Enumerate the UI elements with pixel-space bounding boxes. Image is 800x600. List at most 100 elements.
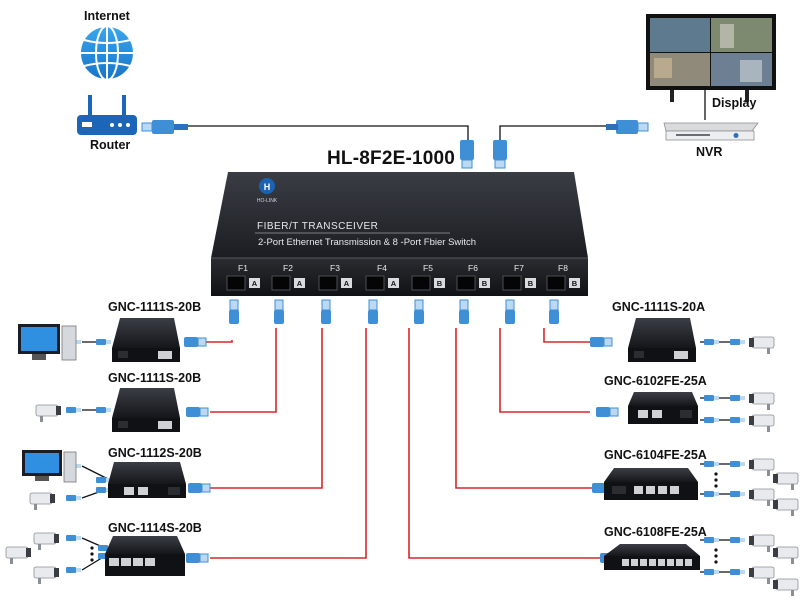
camera-icon xyxy=(35,404,61,422)
nvr-icon xyxy=(663,122,759,141)
right-model-3: GNC-6104FE-25A xyxy=(604,448,707,462)
rj45-plug-icon xyxy=(730,537,745,543)
camera-icons xyxy=(5,336,799,596)
page-title: HL-8F2E-1000 xyxy=(327,148,456,169)
sc-connector-icon xyxy=(590,337,613,347)
fiber-lines xyxy=(205,328,600,559)
monitor-icon xyxy=(646,14,776,120)
rj45-plug-icon xyxy=(96,339,111,345)
sc-connector-icon xyxy=(274,299,284,324)
rj45-plug-icon xyxy=(704,395,719,401)
sc-connector-icon xyxy=(186,553,209,563)
sc-connector-icon xyxy=(505,299,515,324)
switch-port-f5[interactable]: F5B xyxy=(411,263,445,291)
sc-connector-icon xyxy=(414,299,424,324)
camera-icon xyxy=(749,488,775,506)
port-label: F6 xyxy=(468,263,478,273)
rj45-plug-icon xyxy=(66,567,81,573)
rj45-plug-icon xyxy=(704,461,719,467)
switch-brand: HO-LINK xyxy=(257,198,278,204)
rj45-plug-icon xyxy=(141,120,649,169)
left-model-4: GNC-1114S-20B xyxy=(108,521,202,535)
sc-connectors xyxy=(66,299,745,575)
camera-icon xyxy=(749,392,775,410)
rj45-plug-icon xyxy=(96,407,111,413)
rj45-plug-icon xyxy=(730,461,745,467)
port-type-badge: A xyxy=(252,279,258,288)
switch-port-f2[interactable]: F2A xyxy=(271,263,305,291)
camera-icon xyxy=(749,414,775,432)
rj45-plug-icon xyxy=(730,417,745,423)
sc-connector-icon xyxy=(321,299,331,324)
rj45-plug-icon xyxy=(730,395,745,401)
rj45-plug-icon xyxy=(96,477,111,483)
switch-line1: FIBER/T TRANSCEIVER xyxy=(257,221,378,232)
camera-icon xyxy=(773,498,799,516)
camera-icon xyxy=(749,458,775,476)
switch-port-f3[interactable]: F3A xyxy=(318,263,352,291)
port-type-badge: A xyxy=(344,279,350,288)
port-label: F3 xyxy=(330,263,340,273)
sc-connector-icon xyxy=(596,407,619,417)
port-type-badge: B xyxy=(437,279,443,288)
port-label: F8 xyxy=(558,263,568,273)
port-label: F7 xyxy=(514,263,524,273)
left-converters xyxy=(105,318,186,576)
camera-icon xyxy=(749,566,775,584)
camera-icon xyxy=(773,472,799,490)
globe-icon xyxy=(79,25,135,81)
svg-text:H: H xyxy=(264,182,271,192)
switch-port-f1[interactable]: F1A xyxy=(226,263,260,291)
camera-icon xyxy=(749,336,775,354)
camera-icon xyxy=(29,492,55,510)
fiber-switch: H HO-LINK FIBER/T TRANSCEIVER 2-Port Eth… xyxy=(211,172,588,296)
port-label: F1 xyxy=(238,263,248,273)
port-type-badge: A xyxy=(297,279,303,288)
port-type-badge: A xyxy=(391,279,397,288)
internet-label: Internet xyxy=(84,9,130,23)
rj45-plug-icon xyxy=(704,491,719,497)
router-label: Router xyxy=(90,138,131,152)
rj45-plug-icon xyxy=(66,495,81,501)
camera-icon xyxy=(33,566,59,584)
rj45-plug-icon xyxy=(704,569,719,575)
display-label: Display xyxy=(712,96,757,110)
port-label: F5 xyxy=(423,263,433,273)
nvr-label: NVR xyxy=(696,145,723,159)
port-type-badge: B xyxy=(528,279,534,288)
left-model-2: GNC-1111S-20B xyxy=(108,371,202,385)
switch-port-f8[interactable]: F8B xyxy=(546,263,580,291)
sc-connector-icon xyxy=(549,299,559,324)
right-converters xyxy=(604,318,700,570)
rj45-plug-icon xyxy=(66,535,81,541)
port-type-badge: B xyxy=(572,279,578,288)
sc-connector-icon xyxy=(368,299,378,324)
rj45-plug-icon xyxy=(704,537,719,543)
pc-icon xyxy=(18,324,77,483)
left-model-3: GNC-1112S-20B xyxy=(108,446,202,460)
rj45-plug-icon xyxy=(730,339,745,345)
switch-port-f6[interactable]: F6B xyxy=(456,263,490,291)
more-devices-dots xyxy=(90,472,718,564)
port-type-badge: B xyxy=(482,279,488,288)
camera-icon xyxy=(5,546,31,564)
rj45-plug-icon xyxy=(730,491,745,497)
router-icon xyxy=(77,95,137,135)
rj45-plug-icon xyxy=(704,339,719,345)
switch-port-f7[interactable]: F7B xyxy=(502,263,536,291)
switch-port-f4[interactable]: F4A xyxy=(365,263,399,291)
camera-icon xyxy=(33,532,59,550)
switch-line2: 2-Port Ethernet Transmission & 8 -Port F… xyxy=(258,237,476,248)
left-model-1: GNC-1111S-20B xyxy=(108,300,202,314)
sc-connector-icon xyxy=(188,483,211,493)
rj45-plug-icon xyxy=(730,569,745,575)
port-label: F4 xyxy=(377,263,387,273)
rj45-plug-icon xyxy=(704,417,719,423)
right-model-1: GNC-1111S-20A xyxy=(612,300,706,314)
sc-connector-icon xyxy=(229,299,239,324)
right-model-4: GNC-6108FE-25A xyxy=(604,525,707,539)
camera-icon xyxy=(773,578,799,596)
camera-icon xyxy=(773,546,799,564)
